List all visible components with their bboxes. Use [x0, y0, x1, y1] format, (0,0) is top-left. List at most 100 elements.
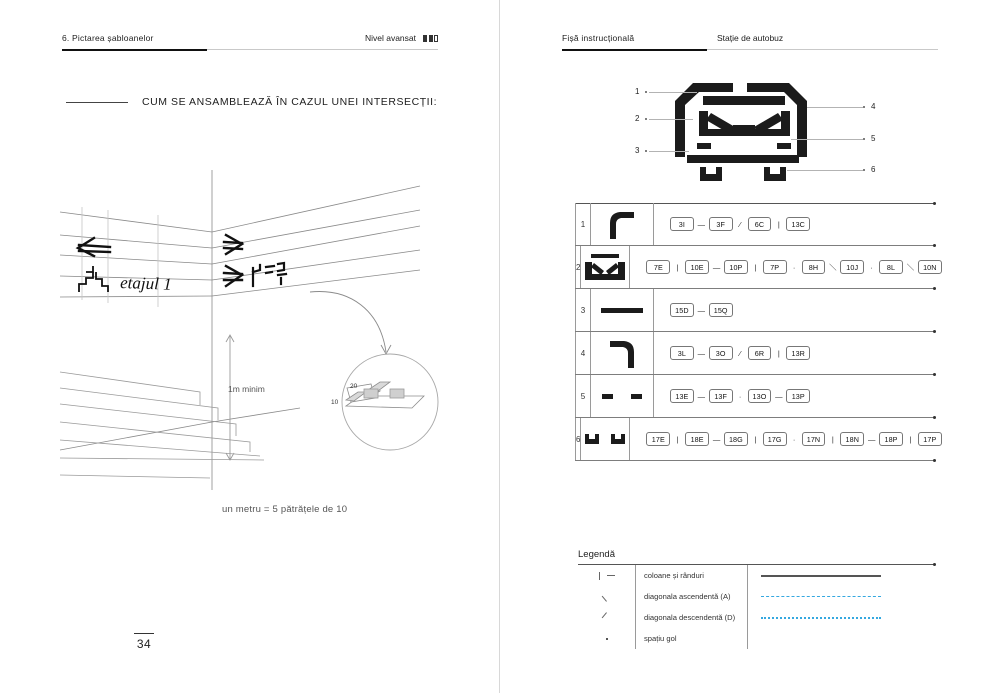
table-row[interactable]: 2 7E | 10E — 10P | 7P · 8H ＼ 10J · 8L ＼ …	[575, 246, 942, 290]
curve-top-left-icon	[610, 212, 634, 239]
legend-label: spațiu gol	[644, 634, 677, 643]
dotted-line-sample	[761, 616, 881, 619]
slash-descending-icon	[601, 612, 612, 623]
code-chip[interactable]: 10J	[840, 260, 865, 274]
code-chip[interactable]: 7P	[762, 260, 787, 274]
code-chip[interactable]: 18P	[879, 432, 903, 446]
header-rule-dark	[62, 49, 207, 51]
code-chip[interactable]: 15D	[670, 303, 694, 317]
callout-line-6	[787, 170, 863, 171]
code-op: —	[775, 391, 783, 401]
code-op: —	[712, 434, 721, 444]
left-page: 6. Pictarea șabloanelor Nivel avansat CU…	[50, 33, 470, 652]
level-segment-1	[423, 35, 427, 42]
code-op: —	[697, 305, 705, 315]
code-chip[interactable]: 6C	[747, 217, 772, 231]
table-row[interactable]: 1 3I — 3F ⁄ 6C | 13C	[575, 203, 936, 247]
page-number-rule	[134, 633, 154, 635]
code-op: —	[697, 348, 705, 358]
page-number: 34	[136, 637, 152, 652]
table-row[interactable]: 3 15D — 15Q	[575, 289, 936, 333]
row-codes: 13E — 13F · 13O — 13P	[654, 375, 935, 417]
code-chip[interactable]: 18E	[685, 432, 710, 446]
scene-caption: un metru = 5 pătrățele de 10	[222, 504, 348, 515]
code-op: —	[712, 262, 721, 272]
code-op: |	[676, 262, 679, 272]
wall-text: etajul 1	[120, 273, 172, 294]
code-chip[interactable]: 3O	[708, 346, 733, 360]
code-chip[interactable]: 3L	[670, 346, 694, 360]
code-op: ·	[792, 262, 796, 272]
row-glyph	[591, 289, 654, 331]
row-glyph	[591, 332, 654, 374]
code-chip[interactable]: 10N	[917, 260, 942, 274]
code-chip[interactable]: 17E	[646, 432, 671, 446]
code-chip[interactable]: 10E	[685, 260, 710, 274]
code-op: |	[777, 219, 780, 229]
legend-example-dotted	[761, 607, 935, 628]
table-row[interactable]: 4 3L — 3O ⁄ 6R | 13R	[575, 332, 936, 376]
code-chip[interactable]: 18G	[724, 432, 748, 446]
code-chip[interactable]: 6R	[747, 346, 772, 360]
code-op: |	[676, 434, 679, 444]
bar-vertical-icon	[598, 571, 600, 580]
code-op: |	[909, 434, 912, 444]
isometric-scene: etajul 1	[50, 160, 470, 530]
code-chip[interactable]: 18N	[840, 432, 865, 446]
code-chip[interactable]: 13C	[786, 217, 811, 231]
callout-dot-3	[645, 150, 648, 153]
callout-number-1: 1	[635, 87, 640, 96]
legend-example-solid	[761, 565, 935, 586]
code-chip[interactable]: 15Q	[708, 303, 733, 317]
row-index: 5	[575, 375, 591, 417]
row-glyph	[591, 375, 654, 417]
legend-label: coloane și rânduri	[644, 571, 704, 580]
section-heading: CUM SE ANSAMBLEAZĂ ÎN CAZUL UNEI INTERSE…	[66, 96, 437, 108]
callout-line-2	[649, 119, 693, 120]
callout-number-5: 5	[871, 134, 876, 143]
code-op: —	[867, 434, 876, 444]
callout-dot-6	[863, 169, 866, 172]
slash-ascending-icon	[601, 591, 612, 602]
section-lead-rule	[66, 101, 128, 103]
row-index: 3	[575, 289, 591, 331]
table-row[interactable]: 5 13E — 13F · 13O — 13P	[575, 375, 936, 419]
seats-band-icon	[585, 254, 626, 280]
legend-example-dashed	[761, 586, 935, 607]
legend-symbols-column	[578, 565, 636, 649]
callout-number-6: 6	[871, 165, 876, 174]
code-chip[interactable]: 13O	[747, 389, 772, 403]
callout-line-5	[791, 139, 863, 140]
code-chip[interactable]: 13R	[786, 346, 811, 360]
table-top-rule	[575, 202, 936, 205]
code-op: ⁄	[739, 219, 741, 229]
header-rule-light	[707, 49, 938, 51]
table-row[interactable]: 6 17E | 18E — 18G | 17G · 17N | 18N — 18…	[575, 418, 942, 462]
callout-line-3	[649, 151, 689, 152]
code-chip[interactable]: 17P	[917, 432, 942, 446]
dashed-line-sample	[761, 596, 881, 597]
header-rule	[62, 49, 438, 51]
legend-rule	[578, 563, 936, 566]
solid-line-sample	[761, 574, 881, 577]
chapter-title: 6. Pictarea șabloanelor	[62, 33, 154, 43]
row-glyph	[581, 246, 631, 288]
code-chip[interactable]: 10P	[724, 260, 748, 274]
code-chip[interactable]: 8H	[801, 260, 826, 274]
legend-labels-column: coloane și rânduri diagonala ascendentă …	[636, 565, 748, 649]
code-chip[interactable]: 3I	[670, 217, 694, 231]
callout-dot-4	[863, 106, 866, 109]
code-chip[interactable]: 8L	[879, 260, 903, 274]
code-chip[interactable]: 13E	[670, 389, 694, 403]
code-chip[interactable]: 13P	[786, 389, 811, 403]
callout-number-4: 4	[871, 102, 876, 111]
code-chip[interactable]: 17N	[801, 432, 826, 446]
bus-stencil-icon	[675, 83, 807, 181]
code-chip[interactable]: 13F	[708, 389, 733, 403]
code-chip[interactable]: 7E	[646, 260, 671, 274]
code-chip[interactable]: 3F	[708, 217, 733, 231]
code-op: |	[777, 348, 780, 358]
legend-symbol-ascending	[578, 586, 635, 607]
code-chip[interactable]: 17G	[762, 432, 787, 446]
